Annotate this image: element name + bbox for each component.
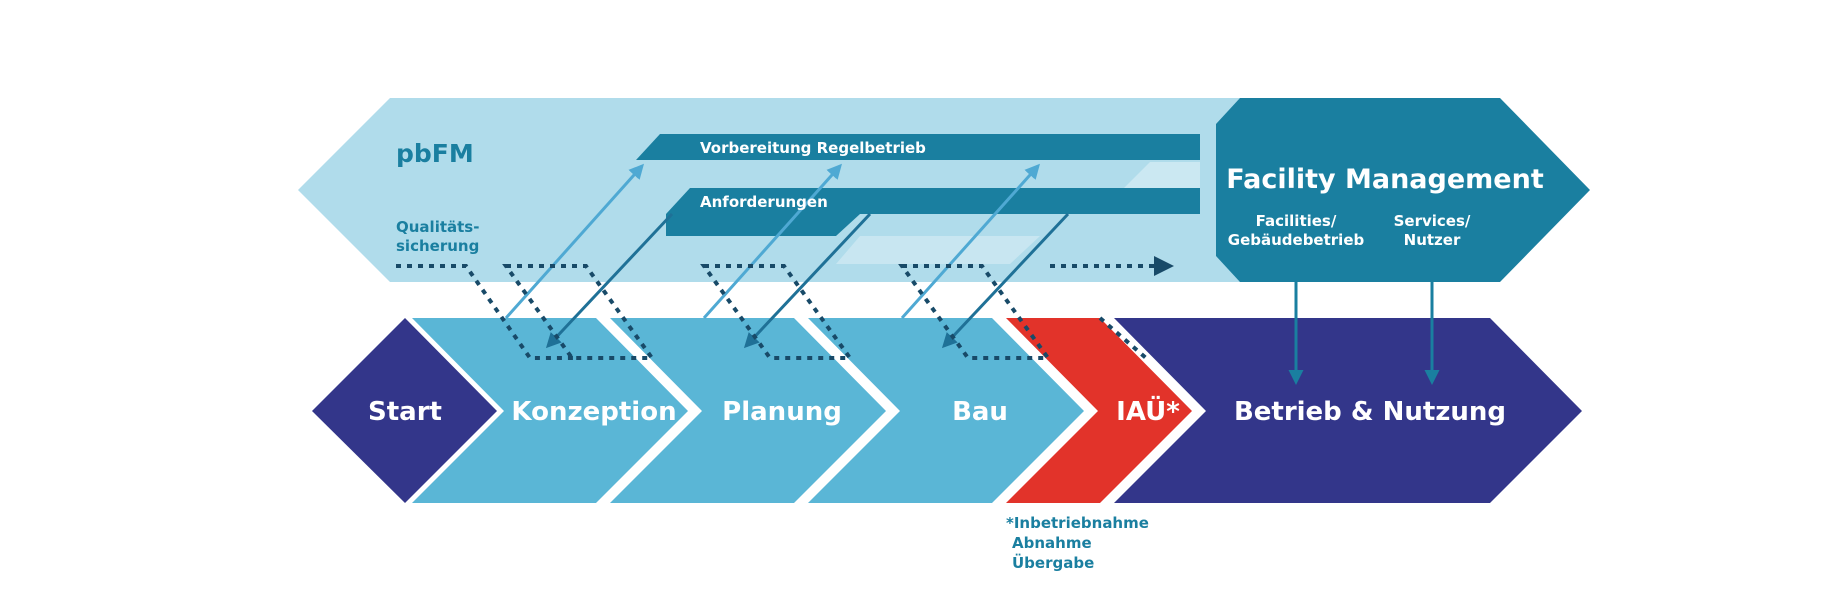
band-anforderungen-label: Anforderungen xyxy=(700,193,828,211)
services-label-line1: Services/ xyxy=(1394,212,1471,230)
arrow-konzeption-down xyxy=(545,212,674,349)
facility-management-shape xyxy=(1216,98,1590,282)
qs-loop-start xyxy=(396,264,580,360)
arrow-konzeption-up xyxy=(504,163,645,320)
phase-konzeption-shape xyxy=(412,318,688,503)
qs-label-line1: Qualitäts- xyxy=(396,218,479,236)
footnote-line2: Abnahme xyxy=(1012,534,1092,552)
qs-label-line2: sicherung xyxy=(396,237,479,255)
band-regelbetrieb-step xyxy=(1124,162,1200,188)
band-anforderungen-light-step xyxy=(836,236,1040,264)
arrow-planung-up xyxy=(702,163,843,320)
phase-konzeption-label: Konzeption xyxy=(511,397,676,427)
facilities-label-line2: Gebäudebetrieb xyxy=(1228,231,1365,249)
arrow-bau-up xyxy=(900,163,1041,320)
phase-planung-label: Planung xyxy=(722,397,842,427)
footnote-line3: Übergabe xyxy=(1012,553,1094,572)
band-regelbetrieb xyxy=(636,134,1200,160)
phase-start-label: Start xyxy=(368,397,442,427)
services-label-line2: Nutzer xyxy=(1404,231,1461,249)
arrow-planung-down xyxy=(743,212,872,349)
phase-betrieb-shape xyxy=(1114,318,1582,503)
phase-planung-shape xyxy=(610,318,886,503)
arrow-bau-down xyxy=(941,212,1070,349)
pbfm-title: pbFM xyxy=(396,139,474,168)
facilities-label-line1: Facilities/ xyxy=(1256,212,1337,230)
footnote-line1: *Inbetriebnahme xyxy=(1006,514,1149,532)
phase-bau-label: Bau xyxy=(952,397,1008,427)
band-anforderungen xyxy=(666,188,1200,214)
qs-loop-planung xyxy=(700,264,854,360)
band-regelbetrieb-label: Vorbereitung Regelbetrieb xyxy=(700,139,926,157)
band-anforderungen-step xyxy=(666,214,860,236)
qs-loop-konzeption xyxy=(502,264,656,360)
phase-bau-shape xyxy=(808,318,1084,503)
facility-management-title: Facility Management xyxy=(1226,164,1544,195)
phase-betrieb-label: Betrieb & Nutzung xyxy=(1234,397,1506,427)
phase-iau-label: IAÜ* xyxy=(1116,394,1180,427)
phase-start-shape xyxy=(312,318,497,503)
phase-iau-shape xyxy=(1006,318,1192,503)
qs-loop-bau xyxy=(898,264,1052,360)
